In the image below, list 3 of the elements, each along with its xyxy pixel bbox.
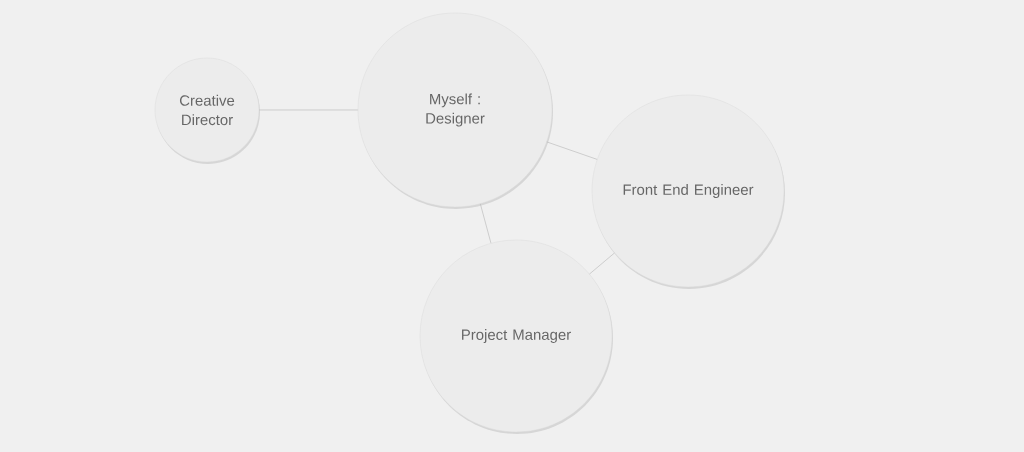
connector-line — [480, 203, 492, 244]
connector-line — [546, 141, 598, 160]
connector-line — [589, 252, 615, 275]
